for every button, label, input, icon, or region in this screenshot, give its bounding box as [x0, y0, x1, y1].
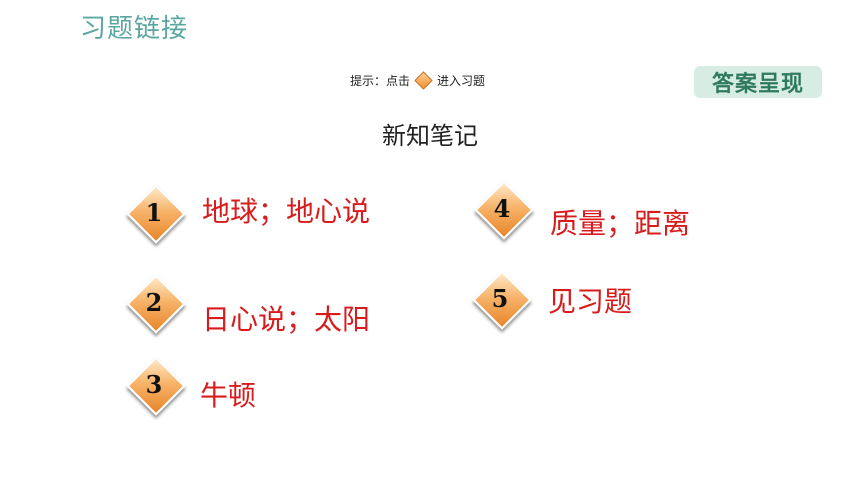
exercise-number: 3 [145, 369, 163, 399]
exercise-answer: 见习题 [548, 285, 633, 318]
exercise-number: 2 [145, 287, 163, 317]
hint-text: 提示：点击 进入习题 [350, 71, 486, 90]
hint-suffix: 进入习题 [437, 74, 486, 88]
exercise-answer: 日心说；太阳 [202, 303, 371, 336]
diamond-badge-icon[interactable]: 4 [474, 180, 534, 240]
exercise-number: 1 [145, 197, 163, 227]
hint-prefix: 提示：点击 [350, 74, 411, 88]
show-answers-button[interactable]: 答案呈现 [694, 66, 822, 98]
exercise-number: 5 [491, 283, 509, 313]
exercise-answer: 地球；地心说 [202, 195, 371, 228]
exercise-number: 4 [493, 193, 511, 223]
exercise-answer: 质量；距离 [550, 207, 691, 240]
diamond-badge-icon[interactable]: 5 [472, 270, 532, 330]
page-title: 习题链接 [80, 14, 189, 44]
exercise-answer: 牛顿 [200, 379, 257, 412]
diamond-icon [414, 71, 433, 90]
diamond-badge-icon[interactable]: 2 [126, 274, 186, 334]
section-subtitle: 新知笔记 [382, 122, 478, 150]
diamond-badge-icon[interactable]: 1 [126, 184, 186, 244]
diamond-badge-icon[interactable]: 3 [126, 356, 186, 416]
